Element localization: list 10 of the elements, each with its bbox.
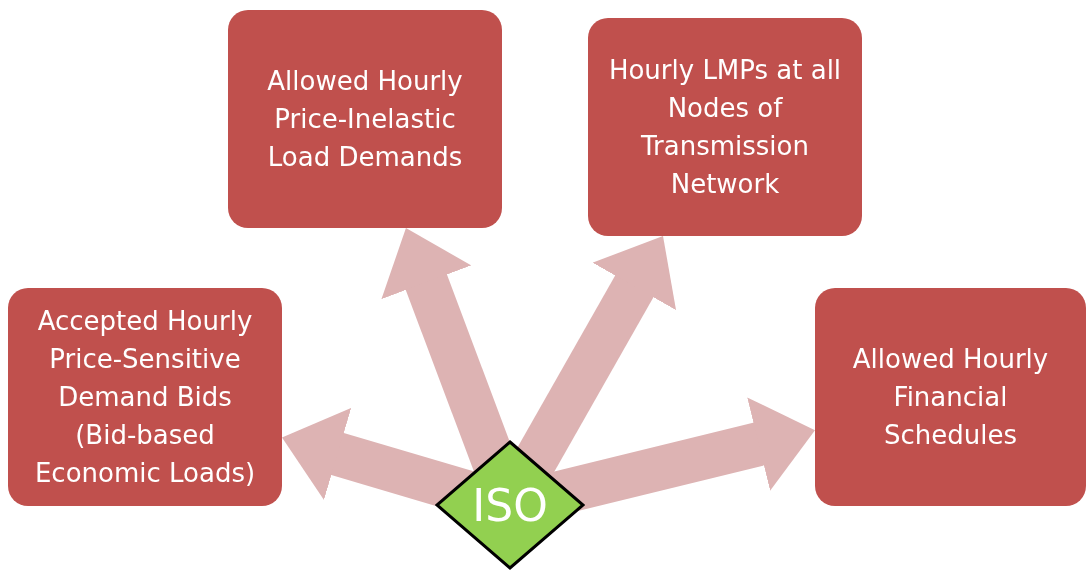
process-box — [815, 288, 1086, 506]
node-label: Accepted Hourly Price-Sensitive Demand Bids (Bid-based Economic Loads) — [33, 305, 257, 490]
node-label: ISO — [472, 479, 548, 531]
decision-diamond — [435, 440, 585, 570]
node-label: Allowed Hourly Price-Inelastic Load Demands — [266, 65, 464, 174]
process-box — [588, 18, 862, 236]
process-box — [8, 288, 282, 506]
node-label: Hourly LMPs at all Nodes of Transmission Network — [607, 54, 843, 201]
node-label: Allowed Hourly Financial Schedules — [851, 343, 1050, 452]
process-box — [228, 10, 502, 228]
